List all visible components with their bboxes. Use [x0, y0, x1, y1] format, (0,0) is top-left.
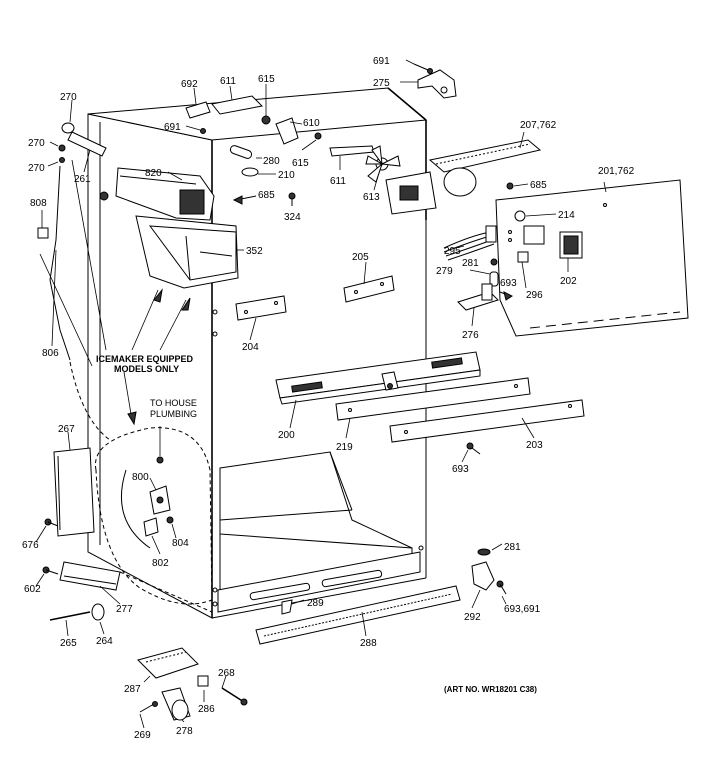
label-288: 288: [360, 638, 377, 649]
evaporator-assembly: [385, 139, 542, 215]
label-611-top: 611: [220, 76, 236, 87]
label-800: 800: [132, 472, 149, 483]
bracket-204: [235, 295, 287, 321]
label-289: 289: [307, 598, 324, 609]
label-280: 280: [263, 156, 280, 167]
label-611-mid: 611: [330, 176, 346, 187]
label-685-left: 685: [258, 190, 275, 201]
label-201-762: 201,762: [598, 166, 635, 177]
label-693-691: 693,691: [504, 604, 541, 615]
label-693-right: 693: [500, 278, 517, 289]
plumbing-note-line2: PLUMBING: [150, 409, 197, 419]
label-292: 292: [464, 612, 481, 623]
label-265: 265: [60, 638, 77, 649]
label-820: 820: [145, 168, 162, 179]
label-210: 210: [278, 170, 295, 181]
shelf-rail-203: [389, 399, 585, 443]
bracket-205: [343, 275, 395, 303]
label-279: 279: [436, 266, 453, 277]
label-296: 296: [526, 290, 543, 301]
hinge-lower: [471, 548, 507, 595]
label-267: 267: [58, 424, 75, 435]
label-685-right: 685: [530, 180, 547, 191]
label-275: 275: [373, 78, 390, 89]
base-bracket-277: [42, 561, 213, 613]
leader-lines: [35, 59, 607, 729]
clip-289: [281, 599, 293, 615]
plumbing-note-line1: TO HOUSE: [150, 398, 197, 408]
ice-bucket: [135, 215, 239, 289]
plumbing-inset: [94, 426, 213, 605]
label-270-top: 270: [60, 92, 77, 103]
label-693-mid: 693: [452, 464, 469, 475]
rear-cover-panel: [495, 179, 689, 337]
label-691-top: 691: [373, 56, 390, 67]
art-number: (ART NO. WR18201 C38): [444, 685, 537, 694]
label-613: 613: [363, 192, 380, 203]
label-802: 802: [152, 558, 169, 569]
diagram-notes: ICEMAKER EQUIPPED MODELS ONLY TO HOUSE P…: [96, 354, 537, 694]
label-286: 286: [198, 704, 215, 715]
label-691-mid: 691: [164, 122, 181, 133]
label-324: 324: [284, 212, 301, 223]
icemaker-note-line2: MODELS ONLY: [114, 364, 179, 374]
defrost-controls: [443, 225, 529, 311]
label-268: 268: [218, 668, 235, 679]
label-200: 200: [278, 430, 295, 441]
leveling-leg: [49, 603, 105, 621]
label-277: 277: [116, 604, 133, 615]
part-number-labels: 691 275 692 611 615 270 270 270 261 691 …: [22, 56, 635, 741]
water-line: [69, 361, 111, 441]
label-261: 261: [74, 174, 91, 185]
label-219: 219: [336, 442, 353, 453]
label-214: 214: [558, 210, 575, 221]
label-202: 202: [560, 276, 577, 287]
label-281-low: 281: [504, 542, 521, 553]
roller-assembly: [137, 647, 248, 721]
label-269: 269: [134, 730, 151, 741]
icemaker-assembly: [99, 167, 215, 221]
shelf-rail-200: [275, 351, 481, 405]
label-352: 352: [246, 246, 263, 257]
label-276: 276: [462, 330, 479, 341]
label-207-762: 207,762: [520, 120, 557, 131]
label-204: 204: [242, 342, 259, 353]
label-602: 602: [24, 584, 41, 595]
label-692: 692: [181, 79, 198, 90]
label-281-right: 281: [462, 258, 479, 269]
cover-267: [53, 447, 95, 537]
fill-tube: [49, 122, 107, 361]
label-264: 264: [96, 636, 113, 647]
label-270-mid: 270: [28, 138, 45, 149]
part-808: [37, 227, 49, 239]
label-203: 203: [526, 440, 543, 451]
screw-676: [44, 518, 59, 527]
label-270-low: 270: [28, 163, 45, 174]
label-205: 205: [352, 252, 369, 263]
label-610: 610: [303, 118, 320, 129]
icemaker-note-line1: ICEMAKER EQUIPPED: [96, 354, 194, 364]
label-615-top: 615: [258, 74, 275, 85]
label-278: 278: [176, 726, 193, 737]
base-grille-288: [255, 585, 461, 645]
label-804: 804: [172, 538, 189, 549]
label-295: 295: [444, 246, 461, 257]
label-806: 806: [42, 348, 59, 359]
label-676: 676: [22, 540, 39, 551]
shelf-rail-219: [335, 377, 531, 421]
label-808: 808: [30, 198, 47, 209]
label-287: 287: [124, 684, 141, 695]
label-615-mid: 615: [292, 158, 309, 169]
evaporator-fan: [365, 145, 401, 183]
screw-693: [466, 442, 481, 455]
top-hardware: [185, 63, 457, 206]
